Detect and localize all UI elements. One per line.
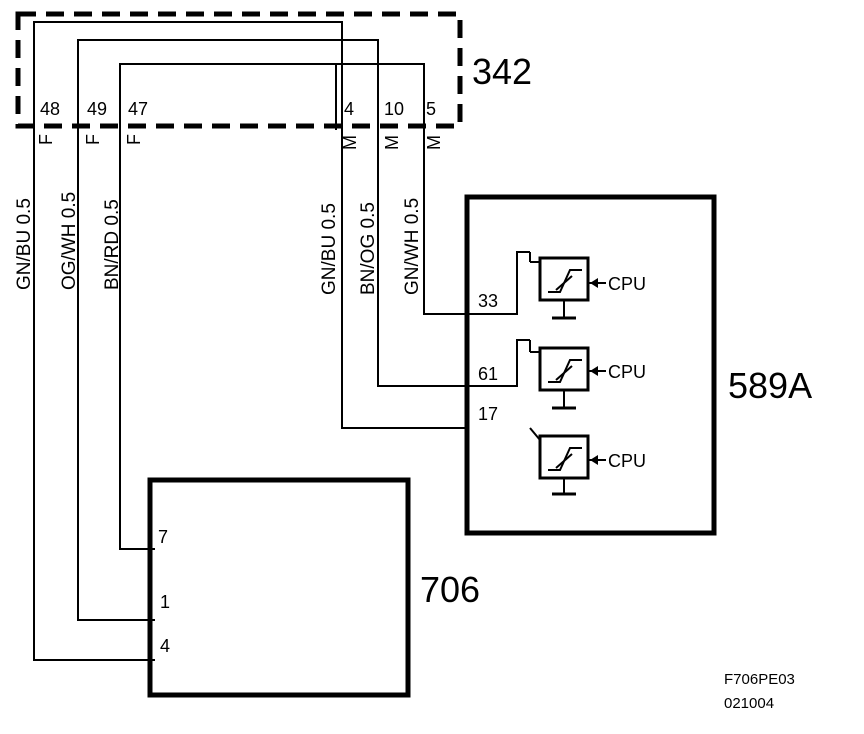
wire-bn-rd-upper bbox=[336, 63, 425, 130]
diagram-date: 021004 bbox=[724, 695, 774, 712]
connector-pin-48: 48 bbox=[40, 99, 60, 119]
cpu-label-3: CPU bbox=[608, 451, 646, 471]
cpu-label-2: CPU bbox=[608, 362, 646, 382]
connector-pin-47: 47 bbox=[128, 99, 148, 119]
cpu-driver-3 bbox=[529, 427, 606, 496]
module-589a-box bbox=[464, 194, 717, 536]
module-706-pin-1: 1 bbox=[160, 592, 170, 612]
wire-label-gn-bu-left: GN/BU 0.5 bbox=[14, 198, 35, 290]
connector-pin-10: 10 bbox=[384, 99, 404, 119]
module-589a-pin-61: 61 bbox=[478, 364, 498, 384]
module-706-pin-7: 7 bbox=[158, 527, 168, 547]
connector-342-label: 342 bbox=[472, 51, 532, 92]
wire-bn-rd bbox=[119, 63, 337, 550]
wire-label-og-wh: OG/WH 0.5 bbox=[59, 192, 80, 290]
wire-og-wh bbox=[77, 39, 530, 621]
wire-label-bn-rd: BN/RD 0.5 bbox=[102, 199, 123, 290]
module-706-pin-4: 4 bbox=[160, 636, 170, 656]
connector-pin-5: 5 bbox=[426, 99, 436, 119]
connector-pin-49: 49 bbox=[87, 99, 107, 119]
connector-gender-48: F bbox=[36, 134, 56, 145]
connector-gender-47: F bbox=[124, 134, 144, 145]
cpu-driver-2 bbox=[529, 340, 606, 410]
wire-gn-wh bbox=[423, 130, 530, 315]
connector-gender-4: M bbox=[340, 135, 360, 150]
connector-gender-5: M bbox=[424, 135, 444, 150]
wire-label-gn-bu-right: GN/BU 0.5 bbox=[319, 203, 340, 295]
wire-gn-bu bbox=[33, 21, 467, 661]
module-589a-label: 589A bbox=[728, 365, 812, 406]
cpu-driver-1 bbox=[529, 252, 606, 320]
connector-gender-10: M bbox=[382, 135, 402, 150]
connector-pin-4: 4 bbox=[344, 99, 354, 119]
module-589a-pin-17: 17 bbox=[478, 404, 498, 424]
connector-342-outline bbox=[15, 11, 463, 129]
module-706-label: 706 bbox=[420, 569, 480, 610]
connector-gender-49: F bbox=[83, 134, 103, 145]
module-706-box bbox=[147, 477, 411, 698]
diagram-code: F706PE03 bbox=[724, 671, 795, 688]
wire-label-bn-og: BN/OG 0.5 bbox=[358, 202, 379, 295]
wire-label-gn-wh: GN/WH 0.5 bbox=[402, 198, 423, 295]
module-589a-pin-33: 33 bbox=[478, 291, 498, 311]
cpu-label-1: CPU bbox=[608, 274, 646, 294]
